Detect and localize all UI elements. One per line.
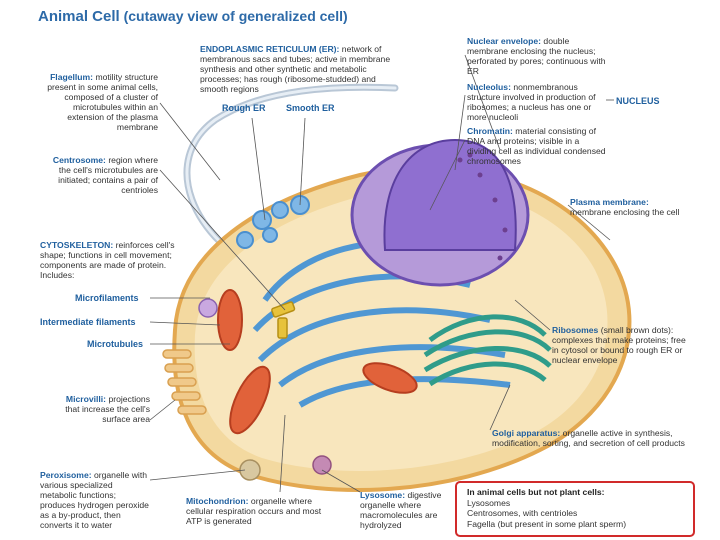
cytoskeleton-label-head: CYTOSKELETON: xyxy=(40,240,114,250)
figure-title: Animal Cell (cutaway view of generalized… xyxy=(38,8,348,25)
microfilaments-label: Microfilaments xyxy=(75,293,139,303)
nucleolus-label-body: nonmembranous structure involved in prod… xyxy=(467,82,596,122)
lysosome-label-head: Lysosome: xyxy=(360,490,406,500)
leader-lines xyxy=(149,54,614,493)
nuclear-envelope-label-body: double membrane enclosing the nucleus; p… xyxy=(467,36,606,76)
mitochondrion-shape xyxy=(229,365,271,435)
peroxisome-label-body: organelle with various specialized metab… xyxy=(40,470,149,530)
rough-er-label: Rough ER xyxy=(222,103,266,113)
smooth-er-label: Smooth ER xyxy=(286,103,335,113)
nucleolus-shape xyxy=(383,138,517,251)
microvilli-label-body: projections that increase the cell's sur… xyxy=(65,394,150,424)
microvilli-label: Microvilli: projections that increase th… xyxy=(50,394,150,424)
golgi-label-head: Golgi apparatus: xyxy=(492,428,561,438)
mitochondrion-label: Mitochondrion: organelle where cellular … xyxy=(186,496,336,526)
plasma-membrane-label-body: membrane enclosing the cell xyxy=(570,207,680,217)
centrosome-label-head: Centrosome: xyxy=(52,155,106,165)
plasma-membrane-label: Plasma membrane: membrane enclosing the … xyxy=(570,197,680,217)
ribosomes-label-head: Ribosomes xyxy=(552,325,599,335)
callout-line: Fagella (but present in some plant sperm… xyxy=(467,518,627,529)
vesicle-shape xyxy=(198,298,218,318)
microvilli-shapes xyxy=(162,349,207,415)
ribosomes-label-body: (small brown dots): complexes that make … xyxy=(552,325,686,365)
microtubules-label: Microtubules xyxy=(87,339,144,349)
peroxisome-label-head: Peroxisome: xyxy=(40,470,92,480)
golgi-shapes xyxy=(423,314,552,387)
intermediate-filaments-label: Intermediate filaments xyxy=(40,317,136,327)
peroxisome-label: Peroxisome: organelle with various speci… xyxy=(40,470,150,530)
nuclear-pores xyxy=(457,152,508,261)
nucleolus-label: Nucleolus: nonmembranous structure invol… xyxy=(467,82,607,122)
nucleus-label: NUCLEUS xyxy=(616,96,660,106)
plasma-membrane-label-head: Plasma membrane: xyxy=(570,197,649,207)
mitochondrion-shape-3 xyxy=(217,289,243,351)
centrosome-label: Centrosome: region where the cell's micr… xyxy=(40,155,158,195)
lysosome-shape xyxy=(312,455,332,475)
lysosome-label: Lysosome: digestive organelle where macr… xyxy=(360,490,452,530)
er-label-head: ENDOPLASMIC RETICULUM (ER): xyxy=(200,44,340,54)
peroxisome-shape xyxy=(239,459,261,481)
callout-heading: In animal cells but not plant cells: xyxy=(467,487,605,497)
chromatin-label-body: material consisting of DNA and proteins;… xyxy=(467,126,606,166)
flagellum-label-body: motility structure present in some anima… xyxy=(47,72,158,132)
mitochondrion-label-head: Mitochondrion: xyxy=(186,496,249,506)
er-label-body: network of membranous sacs and tubes; ac… xyxy=(200,44,391,94)
title-sub: (cutaway view of generalized cell) xyxy=(123,8,348,24)
nucleolus-label-head: Nucleolus: xyxy=(467,82,511,92)
chromatin-label-head: Chromatin: xyxy=(467,126,513,136)
centrosome-shape xyxy=(271,301,296,339)
cytoskeleton-label: CYTOSKELETON: reinforces cell's shape; f… xyxy=(40,240,180,280)
animal-only-callout: In animal cells but not plant cells: Lys… xyxy=(455,481,695,537)
cytoskeleton-label-body: reinforces cell's shape; functions in ce… xyxy=(40,240,175,280)
nuclear-envelope-label: Nuclear envelope: double membrane enclos… xyxy=(467,36,607,76)
golgi-label-body: organelle active in synthesis, modificat… xyxy=(492,428,685,448)
mitochondrion-label-body: organelle where cellular respiration occ… xyxy=(186,496,322,526)
nuclear-envelope-label-head: Nuclear envelope: xyxy=(467,36,542,46)
mitochondrion-shape-2 xyxy=(362,362,418,394)
flagellum-label: Flagellum: motility structure present in… xyxy=(40,72,158,132)
er-label: ENDOPLASMIC RETICULUM (ER): network of m… xyxy=(200,44,400,94)
flagellum-inner xyxy=(185,85,397,277)
microvilli-label-head: Microvilli: xyxy=(65,394,107,404)
title-main: Animal Cell xyxy=(38,8,120,25)
callout-line: Lysosomes xyxy=(467,497,511,508)
centrosome-label-body: region where the cell's microtubules are… xyxy=(58,155,158,195)
flagellum-label-head: Flagellum: xyxy=(50,72,94,82)
chromatin-label: Chromatin: material consisting of DNA an… xyxy=(467,126,607,166)
golgi-label: Golgi apparatus: organelle active in syn… xyxy=(492,428,692,448)
lysosome-label-body: digestive organelle where macromolecules… xyxy=(360,490,442,530)
ribosomes-label: Ribosomes (small brown dots): complexes … xyxy=(552,325,692,365)
callout-line: Centrosomes, with centrioles xyxy=(467,508,578,518)
